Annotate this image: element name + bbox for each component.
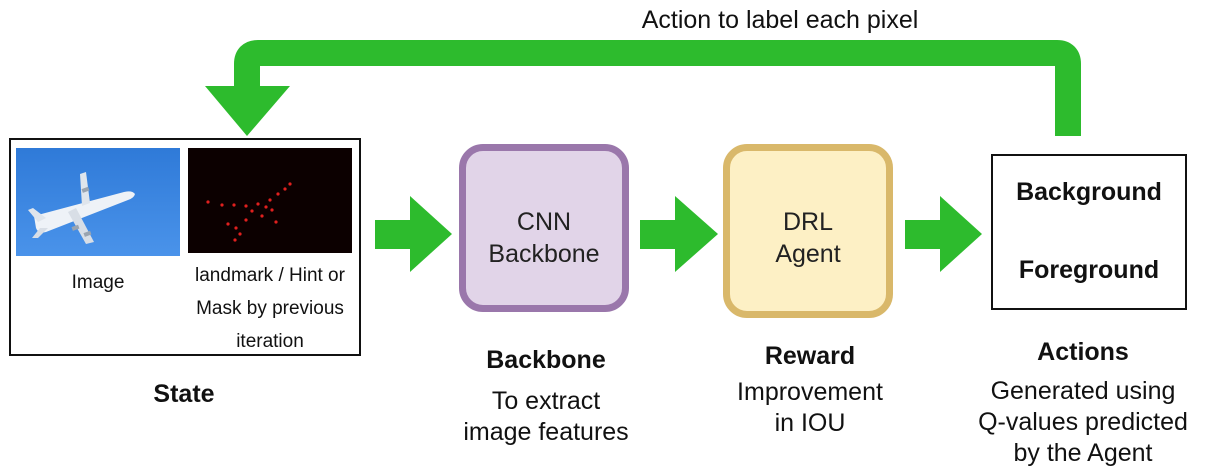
action-option-foreground: Foreground	[1018, 256, 1160, 284]
feedback-loop-arrow-icon	[234, 40, 1081, 136]
cnn-backbone-box: CNN Backbone	[459, 144, 629, 312]
drl-agent-label-line: Agent	[775, 240, 841, 268]
backbone-caption-line: To extract	[491, 387, 601, 415]
cnn-backbone-label-line: Backbone	[488, 240, 600, 268]
flow-arrow-icon	[905, 196, 982, 272]
actions-caption-line: Q-values predicted	[978, 408, 1188, 436]
landmark-dots-icon	[188, 148, 352, 253]
actions-caption-line: Generated using	[990, 377, 1176, 405]
reward-caption: Reward Improvement in IOU	[690, 340, 930, 439]
reward-caption-title: Reward	[764, 342, 856, 370]
feedback-arrowhead-icon	[205, 86, 290, 136]
airplane-icon	[16, 148, 180, 256]
reward-caption-line: Improvement	[737, 378, 883, 406]
cnn-backbone-label-line: CNN	[516, 208, 572, 236]
flow-arrow-icon	[640, 196, 718, 272]
mask-label-line: landmark / Hint or	[195, 265, 345, 286]
flow-arrow-icon	[375, 196, 452, 272]
drl-agent-box: DRL Agent	[723, 144, 893, 318]
actions-caption-line: by the Agent	[1013, 439, 1153, 467]
feedback-label: Action to label each pixel	[641, 6, 919, 34]
action-option-background: Background	[1016, 178, 1162, 206]
backbone-caption: Backbone To extract image features	[420, 344, 672, 448]
mask-label: landmark / Hint or Mask by previous iter…	[180, 259, 360, 358]
backbone-caption-title: Backbone	[486, 346, 606, 374]
mask-label-line: iteration	[236, 331, 304, 352]
actions-box: Background Foreground	[991, 154, 1187, 310]
actions-caption-title: Actions	[1037, 338, 1129, 366]
actions-caption: Actions Generated using Q-values predict…	[955, 336, 1211, 469]
state-caption: State	[153, 380, 215, 408]
backbone-caption-line: image features	[463, 418, 629, 446]
image-label: Image	[71, 272, 125, 293]
drl-agent-label-line: DRL	[782, 208, 833, 236]
mask-label-line: Mask by previous	[196, 298, 344, 319]
reward-caption-line: in IOU	[774, 409, 846, 437]
